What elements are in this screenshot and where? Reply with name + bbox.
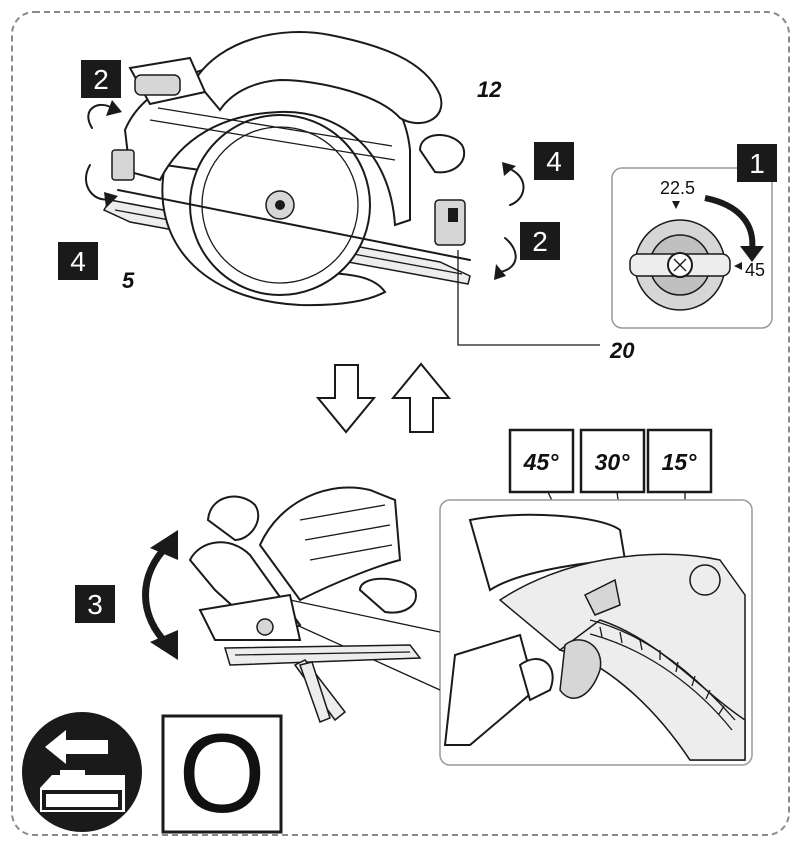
circular-saw-tilted-view bbox=[188, 486, 422, 723]
callout-12: 12 bbox=[477, 77, 502, 102]
callout-20: 20 bbox=[609, 338, 635, 363]
dial-mark-upper: 22.5 bbox=[660, 178, 695, 198]
step-badge-4-left: 4 bbox=[58, 242, 98, 280]
step-badge-3: 3 bbox=[75, 585, 115, 623]
svg-text:45°: 45° bbox=[523, 449, 560, 475]
svg-text:15°: 15° bbox=[662, 449, 698, 475]
step-badge-4-right: 4 bbox=[534, 142, 574, 180]
callout-5: 5 bbox=[122, 268, 135, 293]
dial-mark-right: 45 bbox=[745, 260, 765, 280]
step-badge-2-right: 2 bbox=[520, 222, 560, 260]
svg-text:1: 1 bbox=[749, 148, 765, 179]
angle-box-15: 15° bbox=[646, 428, 713, 494]
svg-text:2: 2 bbox=[93, 64, 109, 95]
svg-text:O: O bbox=[178, 711, 265, 836]
svg-text:4: 4 bbox=[70, 246, 86, 277]
battery-remove-icon bbox=[22, 712, 142, 832]
bevel-dial-inset: 1 22.5 45 bbox=[611, 144, 777, 329]
arrow-down-icon bbox=[315, 364, 377, 434]
svg-text:30°: 30° bbox=[595, 449, 631, 475]
leader-line-20 bbox=[457, 250, 600, 346]
svg-text:3: 3 bbox=[87, 589, 103, 620]
angle-box-30: 30° bbox=[579, 428, 646, 494]
switch-off-symbol: O bbox=[161, 711, 283, 836]
bevel-scale-inset bbox=[439, 499, 753, 766]
step-badge-2-left: 2 bbox=[81, 60, 121, 98]
svg-text:4: 4 bbox=[546, 146, 562, 177]
rotate-arrow-icon bbox=[84, 100, 525, 280]
double-curved-arrow-icon bbox=[142, 530, 178, 660]
svg-text:2: 2 bbox=[532, 226, 548, 257]
arrow-up-icon bbox=[390, 362, 452, 433]
inset-leader-top bbox=[289, 599, 441, 633]
circular-saw-top-view bbox=[102, 31, 471, 307]
angle-box-45: 45° bbox=[508, 428, 575, 494]
